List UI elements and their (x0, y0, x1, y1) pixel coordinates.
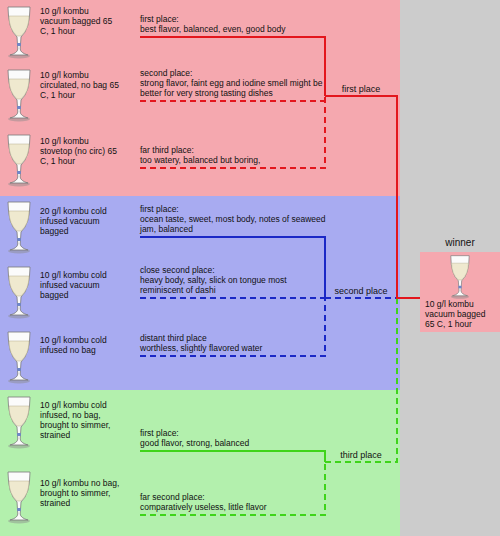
tasting-note: distant third placeworthless, slightly f… (140, 333, 330, 353)
connector-line (325, 297, 420, 299)
tasting-note: first place:good flavor, strong, balance… (140, 428, 330, 448)
glass-icon (451, 256, 469, 299)
connector-line (140, 96, 325, 168)
connector-line (140, 96, 325, 101)
sample-label: 10 g/l kombu cold infused, no bag, broug… (40, 400, 120, 440)
sample-text: 10 g/l kombu cold infused, no bag, broug… (40, 400, 120, 440)
note-text: 10 g/l kombu vacuum bagged 65 C, 1 hour (425, 299, 497, 329)
glass-icon (8, 70, 30, 122)
rank-heading: first place: (140, 14, 330, 24)
sample-label: 10 g/l kombu circulated, no bag 65 C, 1 … (40, 70, 120, 100)
connector-line (325, 298, 420, 462)
glass-icon (8, 472, 30, 524)
tasting-note: close second place:heavy body, salty, sl… (140, 265, 330, 295)
connector (140, 298, 420, 462)
sample-label: 10 g/l kombu vacuum bagged 65 C, 1 hour (40, 6, 120, 36)
note-text: strong flavor, faint egg and iodine smel… (140, 78, 330, 98)
rank-heading: winner (420, 237, 500, 249)
connector (140, 96, 420, 298)
connector-line (325, 96, 420, 298)
connector-line (140, 237, 325, 298)
tasting-note: far second place:comparatively useless, … (140, 492, 330, 512)
connector (140, 96, 420, 298)
sample-text: 10 g/l kombu no bag, brought to simmer, … (40, 478, 120, 508)
note-text: heavy body, salty, slick on tongue most … (140, 275, 330, 295)
sample-text: 10 g/l kombu stovetop (no circ) 65 C, 1 … (40, 136, 120, 166)
sample-label: 10 g/l kombu cold infused vacuum bagged (40, 270, 120, 300)
connector-layer (140, 37, 420, 515)
connector-line (140, 298, 325, 356)
glass-icon (8, 267, 30, 319)
winner-box: winner10 g/l kombu vacuum bagged 65 C, 1… (420, 252, 500, 332)
glass-icon (8, 135, 30, 187)
sample-text: 10 g/l kombu circulated, no bag 65 C, 1 … (40, 70, 120, 100)
glass-icon (8, 397, 30, 449)
note-text: worthless, slightly flavored water (140, 343, 330, 353)
connector-label: third place (340, 450, 382, 460)
rank-heading: close second place: (140, 265, 330, 275)
connector-line (140, 37, 325, 96)
glass-icon (8, 332, 30, 384)
rank-heading: distant third place (140, 333, 330, 343)
gray-column (400, 0, 500, 536)
connector-line (325, 297, 420, 299)
green-band (0, 390, 400, 536)
connector-label: second place (334, 286, 387, 296)
rank-heading: far third place: (140, 145, 330, 155)
connector-line (140, 451, 325, 462)
connector (140, 298, 420, 356)
note-text: best flavor, balanced, even, good body (140, 24, 330, 34)
sample-label: 10 g/l kombu cold infused no bag (40, 335, 120, 355)
note-text: good flavor, strong, balanced (140, 438, 330, 448)
connector (140, 298, 420, 515)
tasting-note: second place:strong flavor, faint egg an… (140, 68, 330, 98)
connector (140, 298, 420, 299)
connector-line (140, 462, 325, 515)
rank-heading: first place: (140, 428, 330, 438)
tasting-note: far third place:too watery, balanced but… (140, 145, 330, 165)
sample-text: 10 g/l kombu cold infused vacuum bagged (40, 270, 120, 300)
note-text: ocean taste, sweet, most body, notes of … (140, 214, 330, 234)
connector (140, 237, 420, 298)
sample-label: 20 g/l kombu cold infused vacuum bagged (40, 206, 120, 236)
tasting-note: first place:best flavor, balanced, even,… (140, 14, 330, 34)
connector-line (140, 297, 325, 299)
sample-label: 10 g/l kombu stovetop (no circ) 65 C, 1 … (40, 136, 120, 166)
blue-band (0, 196, 400, 390)
rank-heading: first place: (140, 204, 330, 214)
sample-text: 10 g/l kombu cold infused no bag (40, 335, 120, 355)
connector-label: first place (342, 84, 381, 94)
connector-line (325, 96, 420, 298)
sample-text: 20 g/l kombu cold infused vacuum bagged (40, 206, 120, 236)
note-text: comparatively useless, little flavor (140, 502, 330, 512)
connector-line (325, 96, 420, 298)
note-text: too watery, balanced but boring, (140, 155, 330, 165)
connector-line (325, 297, 420, 299)
sample-text: 10 g/l kombu vacuum bagged 65 C, 1 hour (40, 6, 120, 36)
connector (140, 37, 420, 298)
tasting-note: first place:ocean taste, sweet, most bod… (140, 204, 330, 234)
glass-icon (8, 7, 30, 59)
rank-heading: second place: (140, 68, 330, 78)
rank-heading: far second place: (140, 492, 330, 502)
glass-icon (8, 202, 30, 254)
pink-band (0, 0, 400, 196)
connector-line (325, 298, 420, 462)
sample-label: 10 g/l kombu no bag, brought to simmer, … (40, 478, 120, 508)
